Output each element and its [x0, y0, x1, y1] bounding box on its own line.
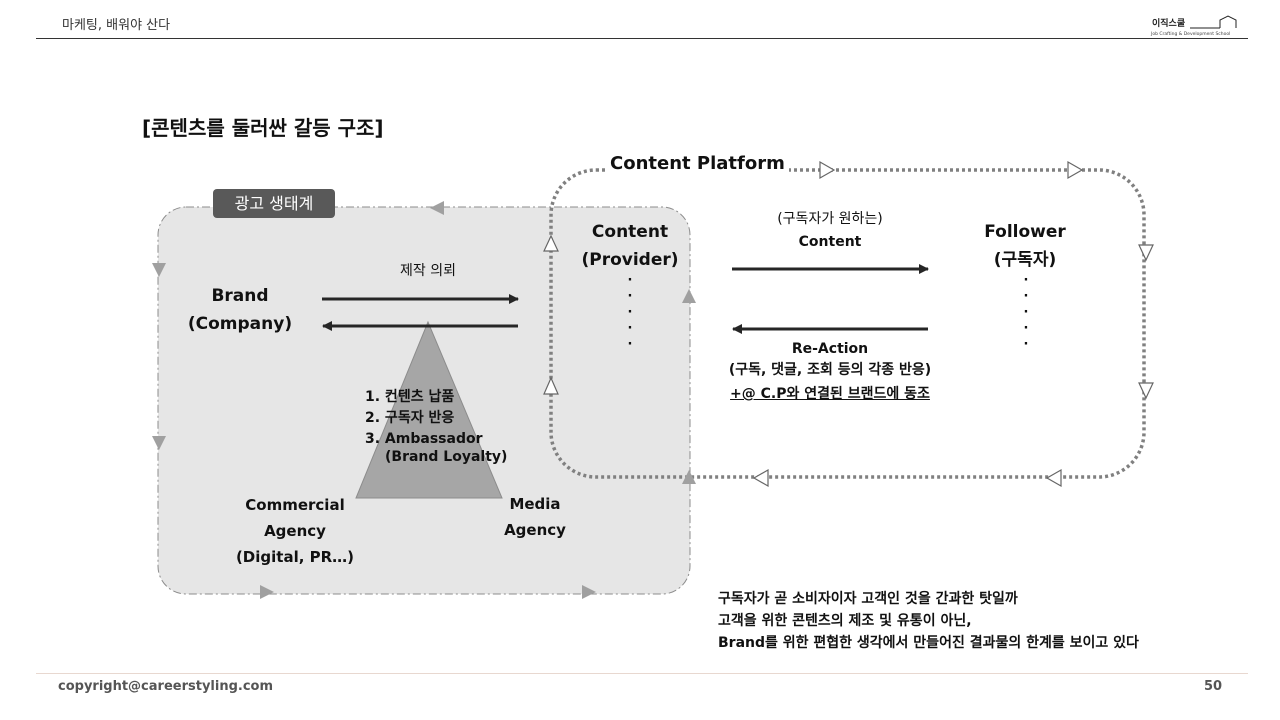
note-line2: 고객을 위한 콘텐츠의 제조 및 유통이 아닌,: [718, 613, 972, 629]
triangle-list: 1. 컨텐츠 납품 2. 구독자 반응 3. Ambassador (Brand…: [365, 387, 507, 468]
content-platform-label: Content Platform: [606, 153, 789, 174]
logo-icon: [1190, 15, 1237, 29]
reaction-line3: +@ C.P와 연결된 브랜드에 동조: [730, 386, 930, 402]
commercial-line3: (Digital, PR…): [235, 548, 355, 566]
provider-line1: Content: [591, 222, 669, 242]
note-line1: 구독자가 곧 소비자이자 고객인 것을 간과한 탓일까: [718, 591, 1018, 607]
triangle-item-2: 2. 구독자 반응: [365, 410, 455, 426]
provider-dots: ·····: [627, 273, 633, 352]
wanted-content-label: (구독자가 원하는) Content: [750, 208, 910, 254]
wanted-line2: Content: [798, 234, 862, 250]
brand-label: Brand (Company): [180, 282, 300, 338]
commercial-agency-label: Commercial Agency (Digital, PR…): [230, 492, 360, 570]
ad-flow-marker-left-1: [152, 263, 166, 277]
triangle-item-3-sub: (Brand Loyalty): [385, 449, 508, 465]
ad-flow-marker-top: [430, 201, 444, 215]
reaction-line1: Re-Action: [791, 341, 869, 357]
platform-flow-marker-right-2: [1138, 382, 1154, 400]
platform-flow-marker-top-2: [1067, 160, 1084, 180]
ad-ecosystem-label: 광고 생태계: [213, 189, 335, 218]
ad-flow-marker-left-2: [152, 436, 166, 450]
follower-dots: ·····: [1023, 273, 1029, 352]
footer-divider: [36, 673, 1248, 674]
platform-flow-marker-left-1: [543, 376, 559, 395]
production-request-label: 제작 의뢰: [400, 263, 456, 279]
media-line1: Media: [509, 495, 561, 513]
triangle-item-1: 1. 컨텐츠 납품: [365, 389, 455, 405]
follower-label: Follower (구독자): [962, 218, 1088, 274]
commercial-line2: Agency: [264, 522, 326, 540]
brand-line1: Brand: [211, 286, 269, 306]
note-line3: Brand를 위한 편협한 생각에서 만들어진 결과물의 한계를 보이고 있다: [718, 635, 1139, 651]
agency-triangle: [355, 320, 503, 499]
ad-flow-marker-right-2: [682, 470, 696, 484]
triangle-item-3: 3. Ambassador: [365, 431, 483, 447]
commercial-line1: Commercial: [245, 496, 345, 514]
platform-flow-marker-top-1: [819, 160, 836, 180]
provider-label: Content (Provider): [570, 218, 690, 274]
reaction-label: Re-Action (구독, 댓글, 조회 등의 각종 반응) +@ C.P와 …: [700, 339, 960, 405]
platform-flow-marker-bottom-2: [752, 468, 769, 488]
copyright-text: copyright@careerstyling.com: [58, 679, 274, 694]
logo-text: 이직스쿨: [1152, 19, 1186, 29]
media-agency-label: Media Agency: [495, 491, 575, 543]
header-divider: [36, 38, 1248, 39]
platform-flow-marker-bottom-1: [1045, 468, 1062, 488]
page-number: 50: [1204, 679, 1223, 694]
provider-line2: (Provider): [581, 250, 679, 270]
wanted-line1: (구독자가 원하는): [777, 211, 883, 227]
header-title: 마케팅, 배워야 산다: [62, 18, 171, 33]
platform-flow-marker-left-2: [543, 234, 559, 252]
ad-flow-marker-bottom-1: [260, 585, 274, 599]
follower-line1: Follower: [984, 222, 1066, 242]
ad-flow-marker-bottom-2: [582, 585, 596, 599]
reaction-line2: (구독, 댓글, 조회 등의 각종 반응): [728, 362, 932, 378]
brand-line2: (Company): [187, 314, 293, 334]
logo-subtitle: Job Crafting & Development School: [1151, 32, 1231, 37]
ad-flow-marker-right-1: [682, 289, 696, 303]
content-platform-loop: [549, 168, 1146, 479]
follower-line2: (구독자): [993, 250, 1057, 270]
summary-note: 구독자가 곧 소비자이자 고객인 것을 간과한 탓일까 고객을 위한 콘텐츠의 …: [718, 588, 1139, 654]
page-title: [콘텐츠를 둘러싼 갈등 구조]: [142, 116, 384, 140]
media-line2: Agency: [504, 521, 566, 539]
platform-flow-marker-right-1: [1138, 244, 1154, 262]
